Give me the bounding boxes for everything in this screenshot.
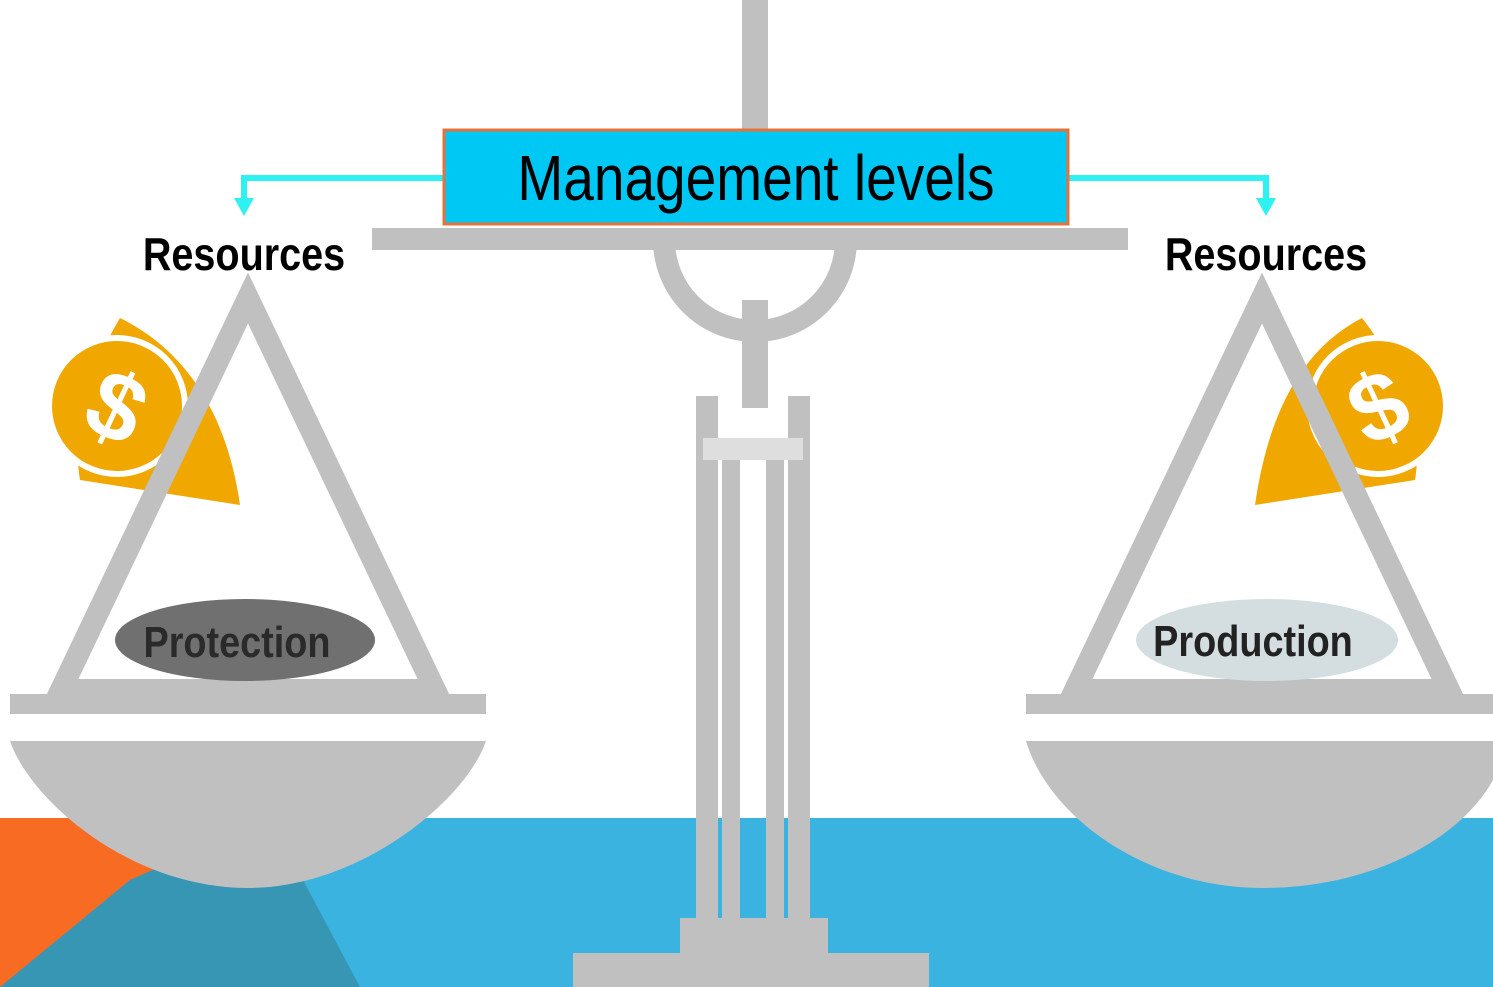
right-pan-rim (1026, 694, 1493, 714)
center-rod (742, 300, 768, 408)
arrow-right-line (1066, 175, 1269, 200)
left-pan-hanger (43, 272, 453, 701)
production-pill (1136, 599, 1398, 681)
protection-label: Protection (143, 617, 330, 666)
top-spire (742, 0, 768, 135)
connector-arrows (241, 175, 1269, 200)
left-pan-bowl (10, 741, 486, 888)
title-text: Management levels (517, 142, 994, 214)
balance-beam (372, 228, 1128, 250)
right-pan-bowl (1026, 741, 1493, 888)
arrow-right-head (1256, 198, 1276, 216)
column-inner-left (722, 460, 740, 920)
protection-pill (115, 599, 375, 681)
column-collar (703, 438, 803, 460)
column-inner-right (766, 460, 784, 920)
money-bag-icon: $ (1255, 318, 1449, 505)
arrow-left-line (241, 175, 446, 200)
column-outer-right (788, 396, 810, 920)
title-box-frame (442, 128, 1070, 226)
pivot-arc (653, 239, 857, 342)
base-plate (573, 953, 929, 987)
scale-stand (372, 0, 1128, 987)
production-label: Production (1153, 616, 1353, 665)
base-block (680, 918, 828, 954)
left-resources-heading: Resources (143, 229, 345, 280)
right-pan-hanger (1057, 272, 1467, 701)
right-resources-heading: Resources (1165, 229, 1367, 280)
left-pan: Protection (10, 272, 486, 888)
arrow-left-head (234, 198, 254, 216)
title-box: Management levels (442, 128, 1070, 226)
left-pan-rim (10, 694, 486, 714)
money-bag-icon: $ (46, 318, 241, 505)
right-pan: Production (1026, 272, 1493, 888)
column-outer-left (696, 396, 718, 920)
